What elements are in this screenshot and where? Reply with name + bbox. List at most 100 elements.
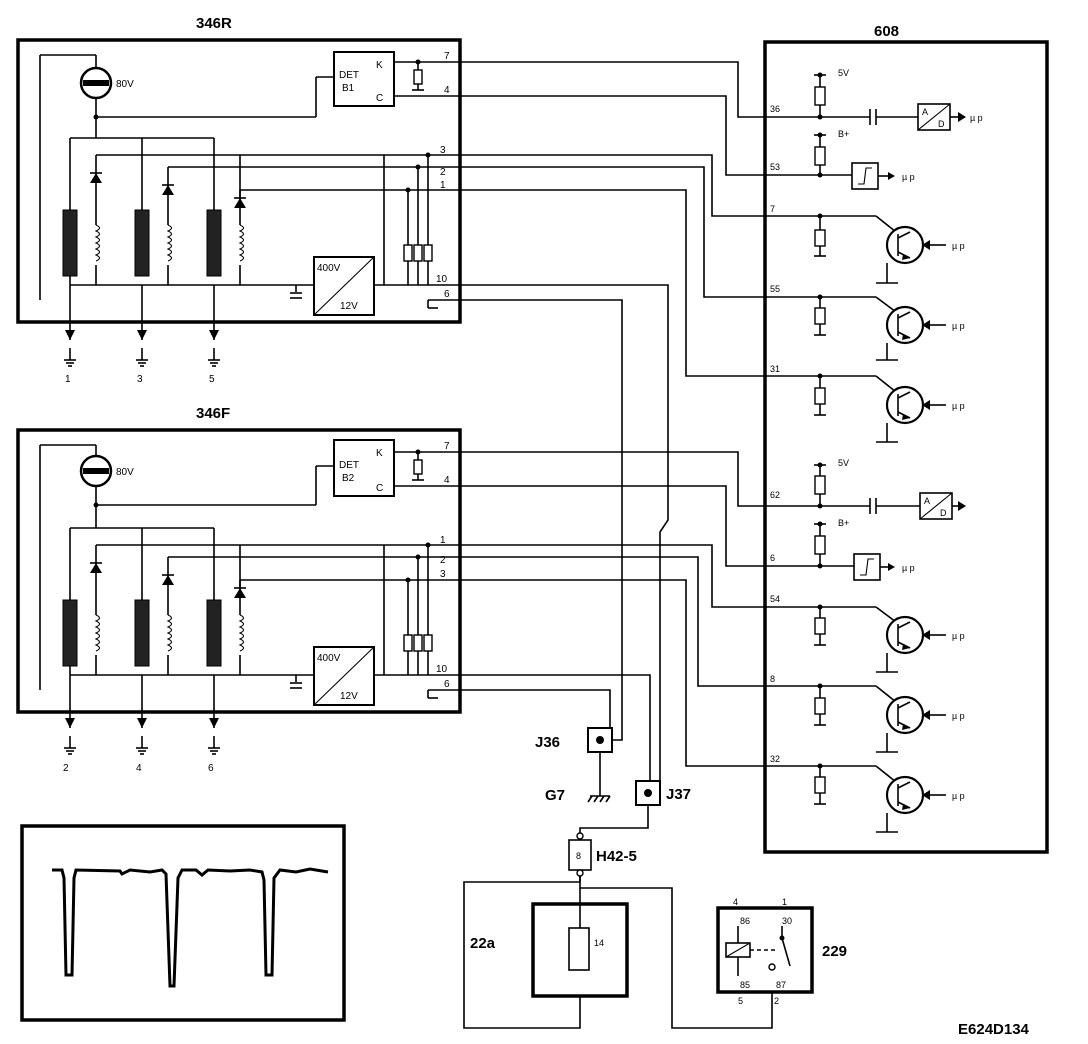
detector-id: B2 (342, 473, 355, 484)
pin-4: 4 (444, 475, 450, 486)
relay-term-85: 85 (740, 980, 750, 990)
pin-1: 1 (440, 180, 446, 191)
relay-term-86: 86 (740, 916, 750, 926)
relay-229: 4 1 86 30 85 87 5 2 229 (716, 897, 847, 1006)
scope-trace-panel (20, 824, 346, 1022)
ecu-label: 608 (874, 23, 899, 40)
ignition-module-front: 346F 80V DET B2 K C (16, 405, 462, 774)
pin-3: 3 (440, 145, 446, 156)
mu-p-label: µ p (952, 241, 965, 251)
ecu-comparator-channel-6: B+ µ p 6 (765, 518, 915, 581)
h42-label: H42-5 (596, 848, 637, 865)
mu-p-label: µ p (952, 401, 965, 411)
module-346f-label: 346F (196, 405, 230, 422)
ecu-driver-stage-pin-54: µ p 54 (765, 594, 965, 673)
lamp-voltage: 80V (116, 467, 134, 478)
ecu-pin-7: 7 (770, 204, 775, 214)
g7-label: G7 (545, 787, 565, 804)
detector-name: DET (339, 70, 359, 81)
mu-p-label: µ p (952, 631, 965, 641)
fuse-22a: 14 22a (470, 888, 629, 998)
pin-10: 10 (436, 664, 448, 675)
ignition-coil-3 (134, 209, 150, 277)
converter-input: 400V (317, 653, 341, 664)
ecu-driver-stage-pin-8: µ p 8 (765, 674, 965, 753)
connector-h42: 8 H42-5 (463, 832, 773, 1029)
lamp-voltage: 80V (116, 79, 134, 90)
pin-1: 1 (440, 535, 446, 546)
ecu-pin-62: 62 (770, 490, 780, 500)
ignition-coil-4 (134, 599, 150, 667)
ecu-pin-31: 31 (770, 364, 780, 374)
ecu-pin-6: 6 (770, 553, 775, 563)
ecu-pin-32: 32 (770, 754, 780, 764)
ecu-pin-55: 55 (770, 284, 780, 294)
ecu-bplus-label: B+ (838, 129, 849, 139)
ecu-driver-stage-pin-55: µ p 55 (765, 284, 965, 361)
adc-d-label: D (938, 119, 945, 129)
pin-2: 2 (440, 167, 446, 178)
ignition-coil-2 (62, 599, 78, 667)
ecu-bplus-label: B+ (838, 518, 849, 528)
mu-p-label: µ p (952, 711, 965, 721)
converter-output: 12V (340, 301, 358, 312)
j37-label: J37 (666, 786, 691, 803)
interconnect-wiring (460, 61, 765, 782)
mu-p-label: µ p (902, 563, 915, 573)
ecu-driver-stage-pin-31: µ p 31 (765, 364, 965, 443)
converter-input: 400V (317, 263, 341, 274)
figure-reference: E624D134 (958, 1021, 1030, 1038)
detector-id: B1 (342, 83, 355, 94)
ignition-coil-1 (62, 209, 78, 277)
pin-4: 4 (444, 85, 450, 96)
h42-pin: 8 (576, 851, 581, 861)
mu-p-label: µ p (952, 321, 965, 331)
spark-plug-4-label: 4 (136, 763, 142, 774)
relay-pin-2: 2 (774, 996, 779, 1006)
ecu-pin-53: 53 (770, 162, 780, 172)
relay-term-87: 87 (776, 980, 786, 990)
ecu-pin-54: 54 (770, 594, 780, 604)
ecu-5v-label: 5V (838, 68, 849, 78)
ecu-pin-8: 8 (770, 674, 775, 684)
connector-j36: J36 G7 (535, 727, 613, 804)
pin-6: 6 (444, 289, 450, 300)
relay-label: 229 (822, 943, 847, 960)
fuse-value: 14 (594, 938, 604, 948)
spark-plug-2-label: 2 (63, 763, 69, 774)
ecu-pin-36: 36 (770, 104, 780, 114)
mu-p-label: µ p (902, 172, 915, 182)
spark-plug-5-label: 5 (209, 374, 215, 385)
j36-label: J36 (535, 734, 560, 751)
ignition-module-rear: 346R 80V DET B1 K C (16, 15, 462, 385)
ecu-driver-stage-pin-32: µ p 32 (765, 754, 965, 833)
pin-k-label: K (376, 448, 383, 459)
pin-3: 3 (440, 569, 446, 580)
ecu-module: 608 5V A D µ p 36 B+ µ p 53 (763, 23, 1049, 854)
ecu-5v-label: 5V (838, 458, 849, 468)
pin-10: 10 (436, 274, 448, 285)
relay-pin-1: 1 (782, 897, 787, 907)
scope-waveform (52, 867, 329, 988)
fuse-label: 22a (470, 935, 496, 952)
adc-a-label: A (922, 107, 928, 117)
pin-c-label: C (376, 483, 383, 494)
module-346r-label: 346R (196, 15, 232, 32)
detector-name: DET (339, 460, 359, 471)
spark-plug-6-label: 6 (208, 763, 214, 774)
ecu-adc-channel-62: 5V A D 62 (765, 458, 966, 520)
pin-7: 7 (444, 51, 450, 62)
pin-7: 7 (444, 441, 450, 452)
adc-d-label: D (940, 508, 947, 518)
spark-plug-3-label: 3 (137, 374, 143, 385)
mu-p-label: µ p (952, 791, 965, 801)
pin-2: 2 (440, 555, 446, 566)
connector-j37: J37 (579, 780, 691, 834)
spark-plug-1-label: 1 (65, 374, 71, 385)
ignition-coil-5 (206, 209, 222, 277)
pin-c-label: C (376, 93, 383, 104)
converter-output: 12V (340, 691, 358, 702)
relay-pin-5: 5 (738, 996, 743, 1006)
ecu-driver-stage-pin-7: µ p 7 (765, 204, 965, 284)
